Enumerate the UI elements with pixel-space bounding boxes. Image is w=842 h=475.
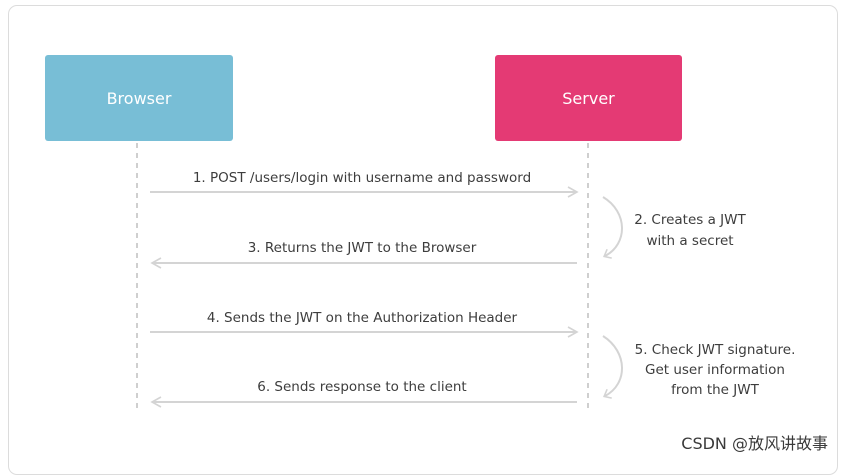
browser-actor-label: Browser — [106, 88, 172, 108]
message-1-label: 1. POST /users/login with username and p… — [193, 170, 531, 186]
browser-actor-box: Browser — [45, 55, 233, 141]
note-2-line-1: 5. Check JWT signature. — [635, 342, 796, 358]
note-2-curve-arrow — [602, 335, 623, 399]
note-1-line-1: 2. Creates a JWT — [634, 212, 746, 228]
message-6-label: 6. Sends response to the client — [257, 379, 466, 395]
note-1-line-2: with a secret — [646, 233, 733, 249]
sequence-diagram: 1. POST /users/login with username and p… — [136, 143, 796, 408]
message-3-label: 3. Returns the JWT to the Browser — [248, 240, 477, 256]
server-actor-box: Server — [495, 55, 682, 141]
note-2-line-3: from the JWT — [671, 382, 759, 398]
note-1-curve-arrow — [602, 196, 623, 259]
watermark-text: CSDN @放风讲故事 — [681, 434, 828, 453]
message-4-label: 4. Sends the JWT on the Authorization He… — [207, 310, 518, 326]
server-actor-label: Server — [562, 88, 615, 108]
note-2-line-2: Get user information — [645, 362, 785, 378]
